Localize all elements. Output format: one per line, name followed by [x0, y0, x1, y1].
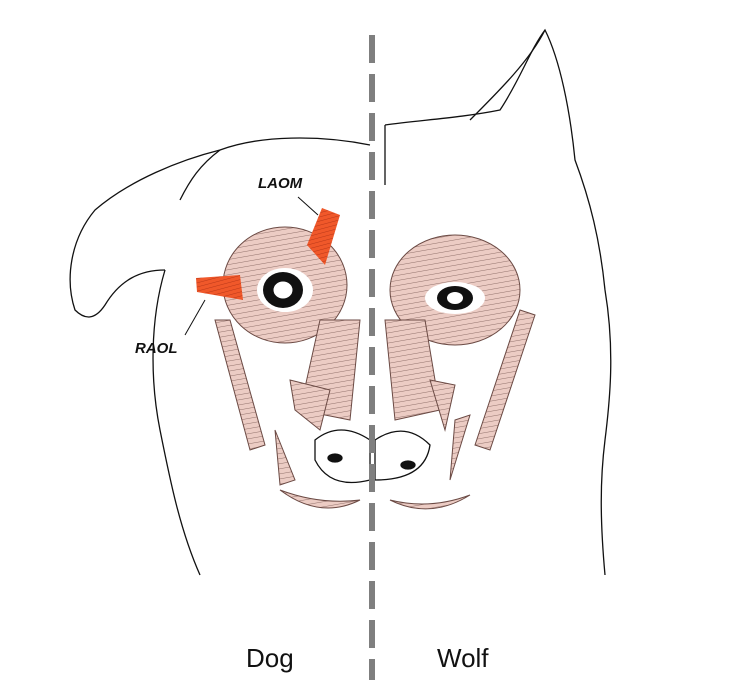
wolf-head-outline [384, 28, 612, 576]
noses [314, 429, 431, 484]
wolf-nose [374, 430, 431, 481]
dog-nose [314, 429, 371, 484]
raol-muscle [196, 275, 243, 300]
wolf-caption: Wolf [437, 643, 489, 673]
laom-label: LAOM [258, 175, 303, 192]
wolf-muscles [384, 234, 536, 510]
dog-muscles [184, 196, 361, 509]
dog-caption: Dog [246, 643, 294, 673]
laom-muscle [307, 208, 340, 265]
dog-head-outline [69, 137, 371, 576]
raol-label: RAOL [135, 340, 178, 357]
